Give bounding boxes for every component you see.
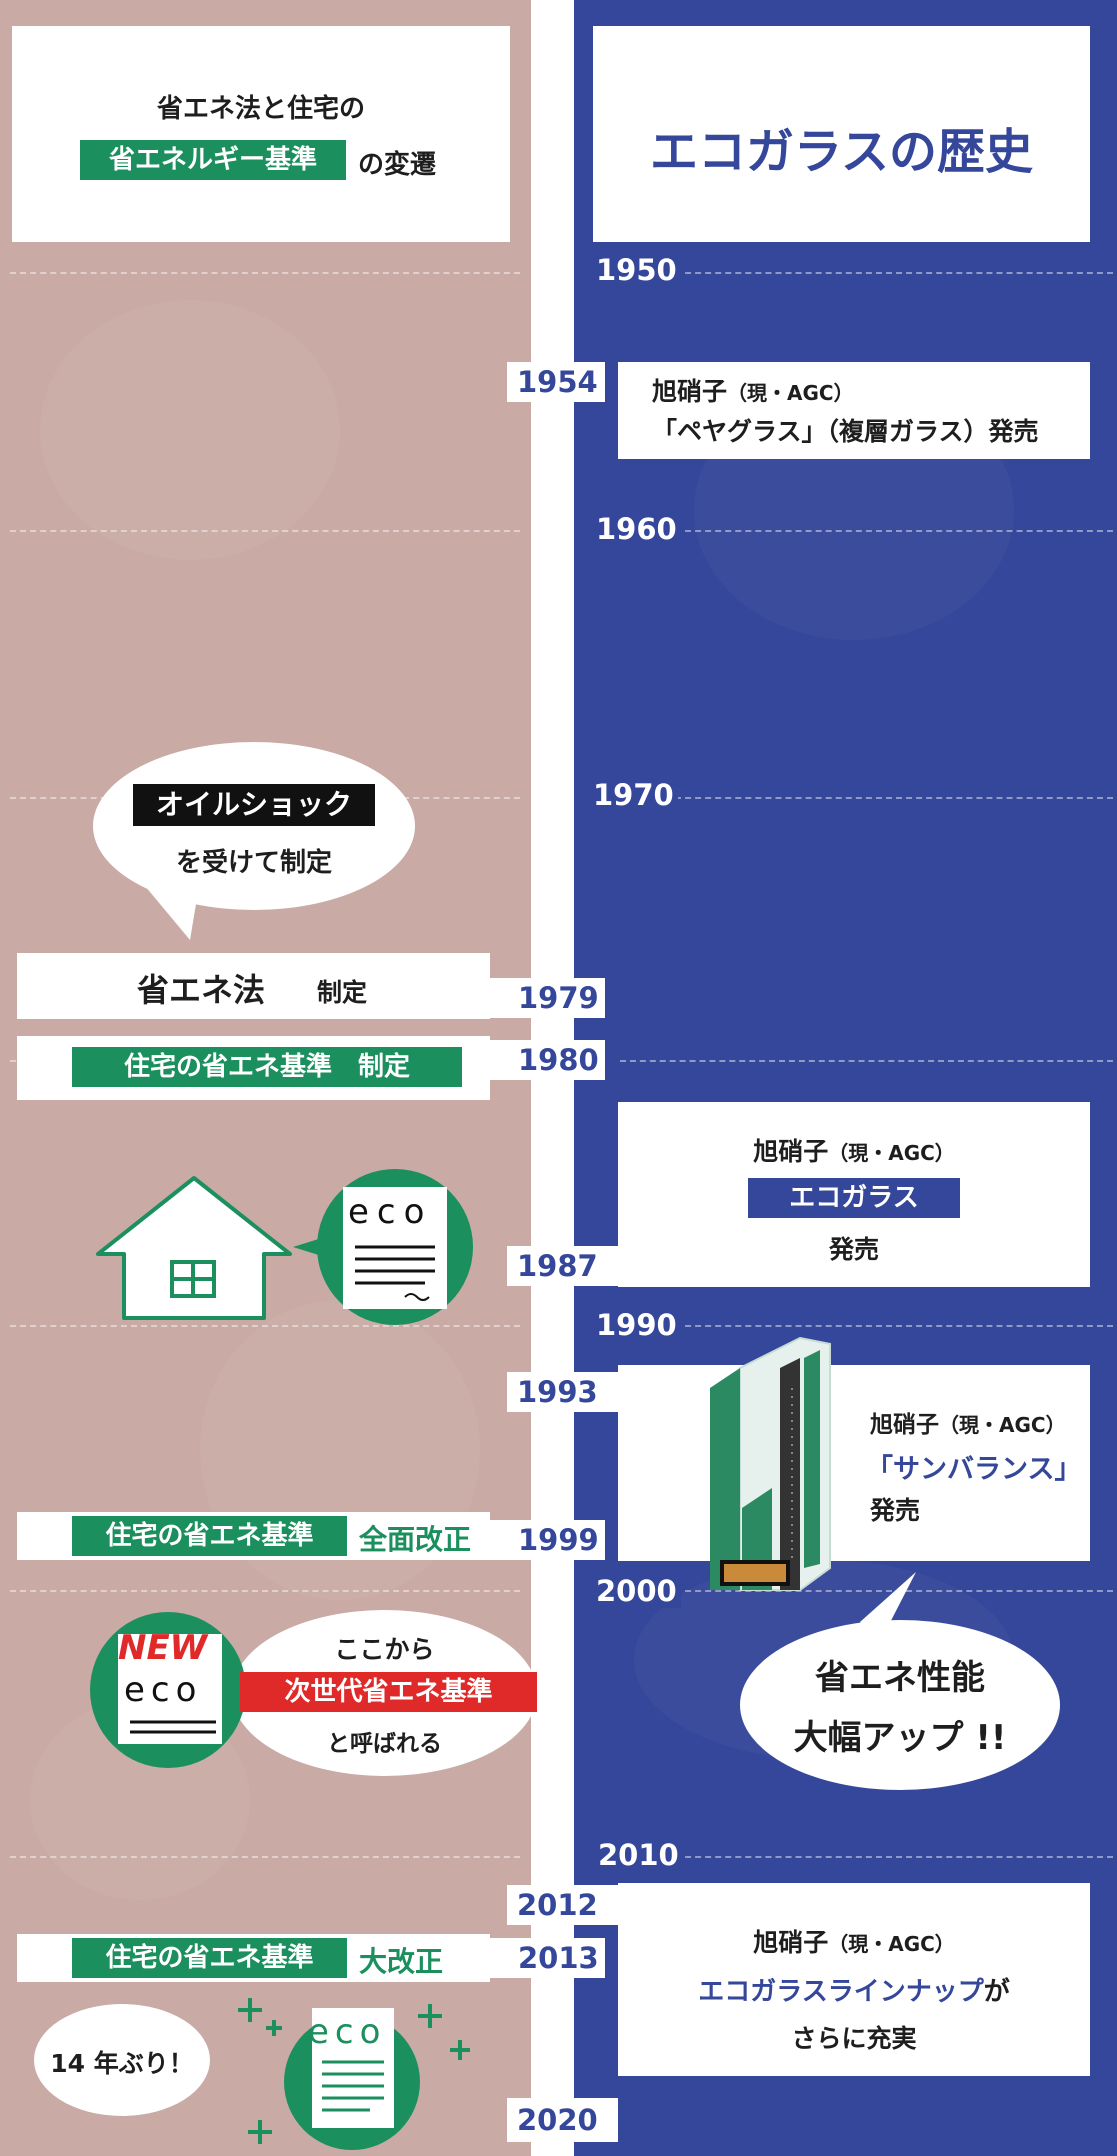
year-tab-1993: 1993	[507, 1372, 618, 1412]
next-gen-tag: 次世代省エネ基準	[240, 1672, 537, 1712]
company-name: 旭硝子（現・AGC）	[753, 1928, 955, 1957]
event-box-2013: 住宅の省エネ基準 大改正	[17, 1934, 490, 1982]
event-year-1954: 1954	[517, 365, 598, 399]
decade-line-right	[675, 1856, 1113, 1858]
law-action: 制定	[317, 978, 368, 1007]
event-box-2012: 旭硝子（現・AGC） エコガラスラインナップが さらに充実	[618, 1883, 1090, 2076]
decade-year-1960: 1960	[592, 512, 681, 546]
decade-line-left	[10, 1856, 520, 1858]
year-tab-1954: 1954	[507, 362, 605, 402]
eco-label: eco	[308, 2012, 387, 2052]
year-tab-2020: 2020	[507, 2098, 618, 2142]
double-glazing-icon	[710, 1336, 831, 1591]
new-eco-icon	[90, 1612, 246, 1768]
decade-line-left	[10, 272, 520, 274]
year-tab-1999: 1999	[490, 1520, 605, 1560]
decade-line-right	[675, 530, 1113, 532]
product-tail: さらに充実	[791, 2024, 917, 2053]
product-action: 発売	[870, 1496, 921, 1525]
plus-sparkle-icon	[238, 1998, 470, 2150]
standard-tag-2013: 住宅の省エネ基準	[72, 1938, 347, 1978]
oil-shock-bubble: オイルショック を受けて制定	[93, 742, 415, 910]
year-tab-2012: 2012	[507, 1885, 618, 1925]
left-header-tag: 省エネルギー基準	[80, 140, 346, 180]
event-box-1954: 旭硝子（現・AGC） 「ペヤグラス」（複層ガラス）発売	[618, 362, 1090, 459]
new-label: NEW	[118, 1628, 208, 1668]
product-name: 「サンバランス」	[866, 1454, 1082, 1485]
event-box-1999: 住宅の省エネ基準 全面改正	[17, 1512, 490, 1560]
event-year-1980: 1980	[518, 1043, 599, 1077]
oil-shock-text: を受けて制定	[175, 848, 332, 878]
event-year-2012: 2012	[517, 1888, 598, 1922]
event-box-1980: 住宅の省エネ基準 制定	[17, 1036, 490, 1100]
bubble-tail	[140, 880, 200, 940]
oil-shock-tag: オイルショック	[133, 784, 375, 826]
company-name: 旭硝子（現・AGC）	[870, 1412, 1066, 1438]
right-header-box: エコガラスの歴史	[593, 26, 1090, 242]
standard-action-2013: 大改正	[359, 1945, 444, 1978]
decade-year-1990: 1990	[592, 1308, 681, 1342]
year-tab-2013: 2013	[490, 1938, 605, 1978]
decade-line-left	[10, 1325, 520, 1327]
fourteen-years-bubble: 14 年ぶり！	[34, 2004, 210, 2116]
company-name: 旭硝子（現・AGC）	[753, 1137, 955, 1166]
left-header-box: 省エネ法と住宅の 省エネルギー基準 の変遷	[12, 26, 510, 242]
product-line: エコガラスラインナップが	[698, 1977, 1010, 2007]
event-year-2020: 2020	[517, 2103, 598, 2137]
product-action: 発売	[828, 1235, 879, 1264]
eco-label: eco	[124, 1670, 203, 1710]
left-header-tail: の変遷	[357, 150, 436, 180]
left-header-line1: 省エネ法と住宅の	[156, 94, 365, 124]
event-box-1987: 旭硝子（現・AGC） エコガラス 発売	[618, 1102, 1090, 1287]
house-icon	[96, 1176, 292, 1320]
decade-year-2000: 2000	[592, 1574, 681, 1608]
law-name: 省エネ法	[137, 971, 266, 1009]
fourteen-years-text: 14 年ぶり！	[50, 2049, 194, 2078]
event-year-1993: 1993	[517, 1375, 598, 1409]
event-box-1979: 省エネ法 制定	[17, 953, 490, 1019]
decade-line-left	[10, 1590, 520, 1592]
event-year-1979: 1979	[518, 981, 599, 1015]
event-year-2013: 2013	[518, 1941, 599, 1975]
year-tab-1980: 1980	[490, 1040, 605, 1080]
right-header-title: エコガラスの歴史	[649, 124, 1034, 180]
year-tab-1987: 1987	[507, 1246, 618, 1286]
callout-line1: 省エネ性能	[815, 1658, 985, 1698]
decade-year-1970: 1970	[589, 778, 678, 812]
decade-line-right	[675, 1325, 1113, 1327]
next-gen-line1: ここから	[334, 1635, 435, 1664]
decade-line-right	[675, 797, 1113, 799]
next-gen-line3: と呼ばれる	[327, 1731, 442, 1757]
eco-label: eco	[348, 1192, 433, 1232]
right-panel-background	[574, 0, 1117, 2156]
standard-tag-1980: 住宅の省エネ基準 制定	[72, 1047, 462, 1087]
event-year-1987: 1987	[517, 1249, 598, 1283]
event-box-1993: 旭硝子（現・AGC） 「サンバランス」 発売	[618, 1365, 1090, 1561]
decade-year-1950: 1950	[592, 253, 681, 287]
company-name: 旭硝子（現・AGC）	[652, 377, 854, 406]
decade-line-left	[10, 530, 520, 532]
eco-document-icon	[293, 1169, 473, 1325]
performance-callout: 省エネ性能 大幅アップ !!	[740, 1620, 1060, 1790]
product-text: 「ペヤグラス」（複層ガラス）発売	[652, 417, 1039, 446]
event-year-1999: 1999	[518, 1523, 599, 1557]
standard-action-1999: 全面改正	[359, 1523, 472, 1556]
decade-line-right	[620, 1060, 1113, 1062]
standard-tag-1999: 住宅の省エネ基準	[72, 1516, 347, 1556]
decade-year-2010: 2010	[594, 1838, 683, 1872]
callout-line2: 大幅アップ !!	[793, 1718, 1007, 1758]
decade-line-right	[675, 272, 1113, 274]
year-tab-1979: 1979	[490, 978, 605, 1018]
decade-line-right	[675, 1590, 1113, 1592]
product-tag: エコガラス	[748, 1178, 960, 1218]
